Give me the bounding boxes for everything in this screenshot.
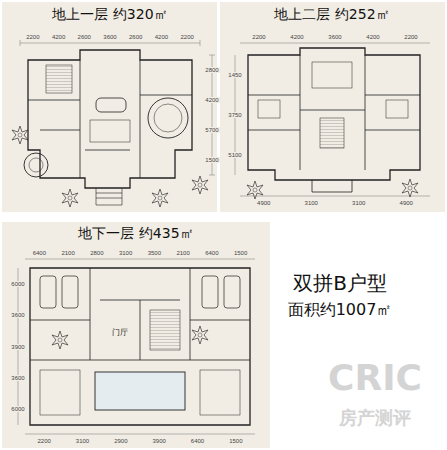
dimension-label: 6000: [10, 406, 25, 412]
dimension-label: 5700: [204, 127, 219, 133]
dimension-label: 1500: [228, 438, 243, 444]
floor-title: 地下一层 约435㎡: [78, 226, 193, 240]
dimension-lines: [18, 40, 430, 434]
basement-walls: [30, 268, 250, 425]
dimension-label: 2200: [251, 34, 266, 40]
dimension-label: 3600: [10, 312, 25, 318]
trees: [12, 126, 418, 349]
dimension-label: 4200: [365, 34, 380, 40]
dimension-label: 3100: [304, 200, 319, 206]
dimension-label: 2200: [403, 34, 418, 40]
first-floor-walls: [24, 50, 192, 205]
dimension-label: 6400: [204, 250, 219, 256]
dimension-label: 2200: [36, 438, 51, 444]
dimension-label: 3600: [327, 34, 342, 40]
floor-title: 地上二层 约252㎡: [274, 7, 389, 21]
dimension-label: 4200: [289, 34, 304, 40]
dimension-label: 6400: [32, 250, 47, 256]
dimension-label: 3900: [10, 344, 25, 350]
dimension-label: 2100: [60, 250, 75, 256]
dimension-label: 2600: [128, 34, 143, 40]
area-note: 面积约1007㎡: [288, 302, 393, 318]
dimension-label: 2900: [113, 438, 128, 444]
dimension-label: 4900: [399, 200, 414, 206]
dimension-label: 3100: [118, 250, 133, 256]
room-name: 门厅: [111, 329, 129, 337]
watermark: CRIC: [328, 360, 422, 396]
dimension-label: 4200: [204, 97, 219, 103]
dimension-label: 2200: [179, 34, 194, 40]
dimension-label: 4200: [154, 34, 169, 40]
dimension-label: 3100: [75, 438, 90, 444]
dimension-label: 2600: [77, 34, 92, 40]
second-floor-walls: [248, 48, 420, 192]
dimension-label: 4900: [256, 200, 271, 206]
dimension-label: 1450: [227, 72, 242, 78]
dimension-label: 3100: [351, 200, 366, 206]
dimension-label: 1500: [233, 250, 248, 256]
dimension-label: 2800: [89, 250, 104, 256]
watermark: 房产测评: [339, 409, 411, 427]
dimension-label: 3900: [151, 438, 166, 444]
dimension-label: 2800: [204, 67, 219, 73]
dimension-label: 3750: [227, 112, 242, 118]
dimension-label: 3600: [102, 34, 117, 40]
plan-type-title: 双拼B户型: [293, 273, 387, 293]
floor-title: 地上一层 约320㎡: [52, 7, 167, 21]
dimension-label: 3500: [147, 250, 162, 256]
dimension-label: 6400: [190, 438, 205, 444]
dimension-label: 6000: [10, 281, 25, 287]
dimension-label: 5100: [227, 152, 242, 158]
dimension-label: 2200: [25, 34, 40, 40]
dimension-label: 4200: [51, 34, 66, 40]
dimension-label: 3600: [10, 375, 25, 381]
dimension-label: 2100: [175, 250, 190, 256]
dimension-label: 1500: [204, 157, 219, 163]
